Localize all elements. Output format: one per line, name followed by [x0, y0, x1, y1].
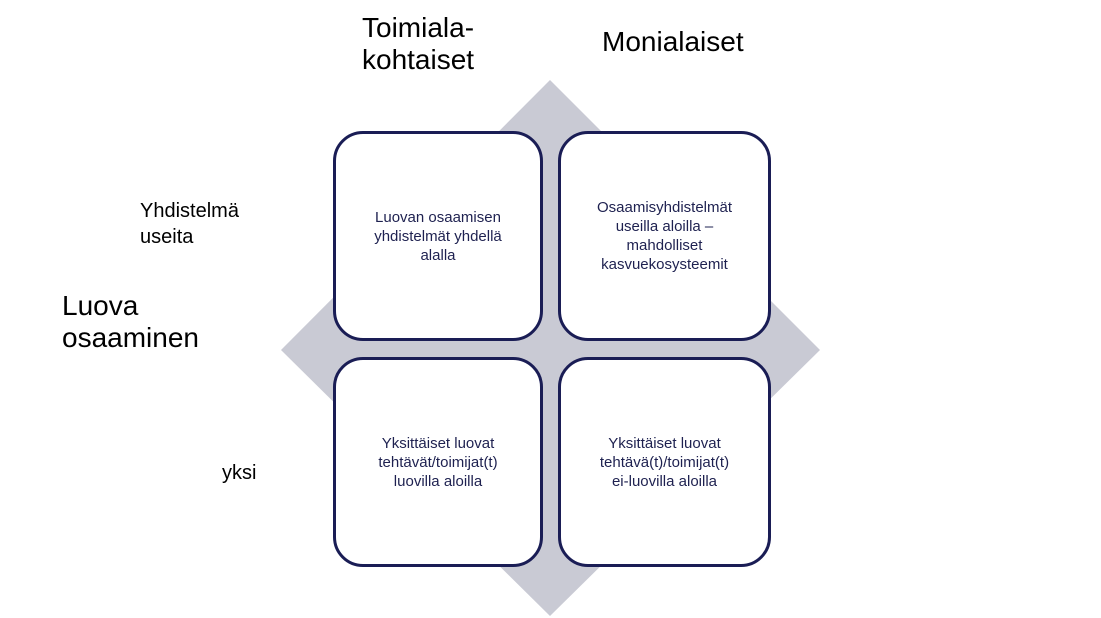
axis-label-luova-osaaminen: Luova osaaminen — [62, 290, 199, 353]
quadrant-text: Yksittäiset luovat tehtävät/toimijat(t) … — [378, 434, 498, 490]
row-label-yhdistelma-useita: Yhdistelmä useita — [140, 200, 239, 248]
quadrant-bottom-left: Yksittäiset luovat tehtävät/toimijat(t) … — [333, 357, 543, 567]
row-label-yksi: yksi — [222, 462, 257, 484]
quadrant-text: Osaamisyhdistelmät useilla aloilla – mah… — [596, 199, 733, 273]
quadrant-bottom-right: Yksittäiset luovat tehtävä(t)/toimijat(t… — [558, 357, 771, 567]
quadrant-top-left: Luovan osaamisen yhdistelmät yhdellä ala… — [333, 131, 543, 341]
column-header-toimialakohtaiset: Toimiala- kohtaiset — [362, 12, 475, 75]
quadrant-text: Yksittäiset luovat tehtävä(t)/toimijat(t… — [599, 434, 730, 490]
quadrant-text: Luovan osaamisen yhdistelmät yhdellä ala… — [374, 208, 502, 264]
column-header-monialaiset: Monialaiset — [602, 26, 744, 57]
quadrant-top-right: Osaamisyhdistelmät useilla aloilla – mah… — [558, 131, 771, 341]
